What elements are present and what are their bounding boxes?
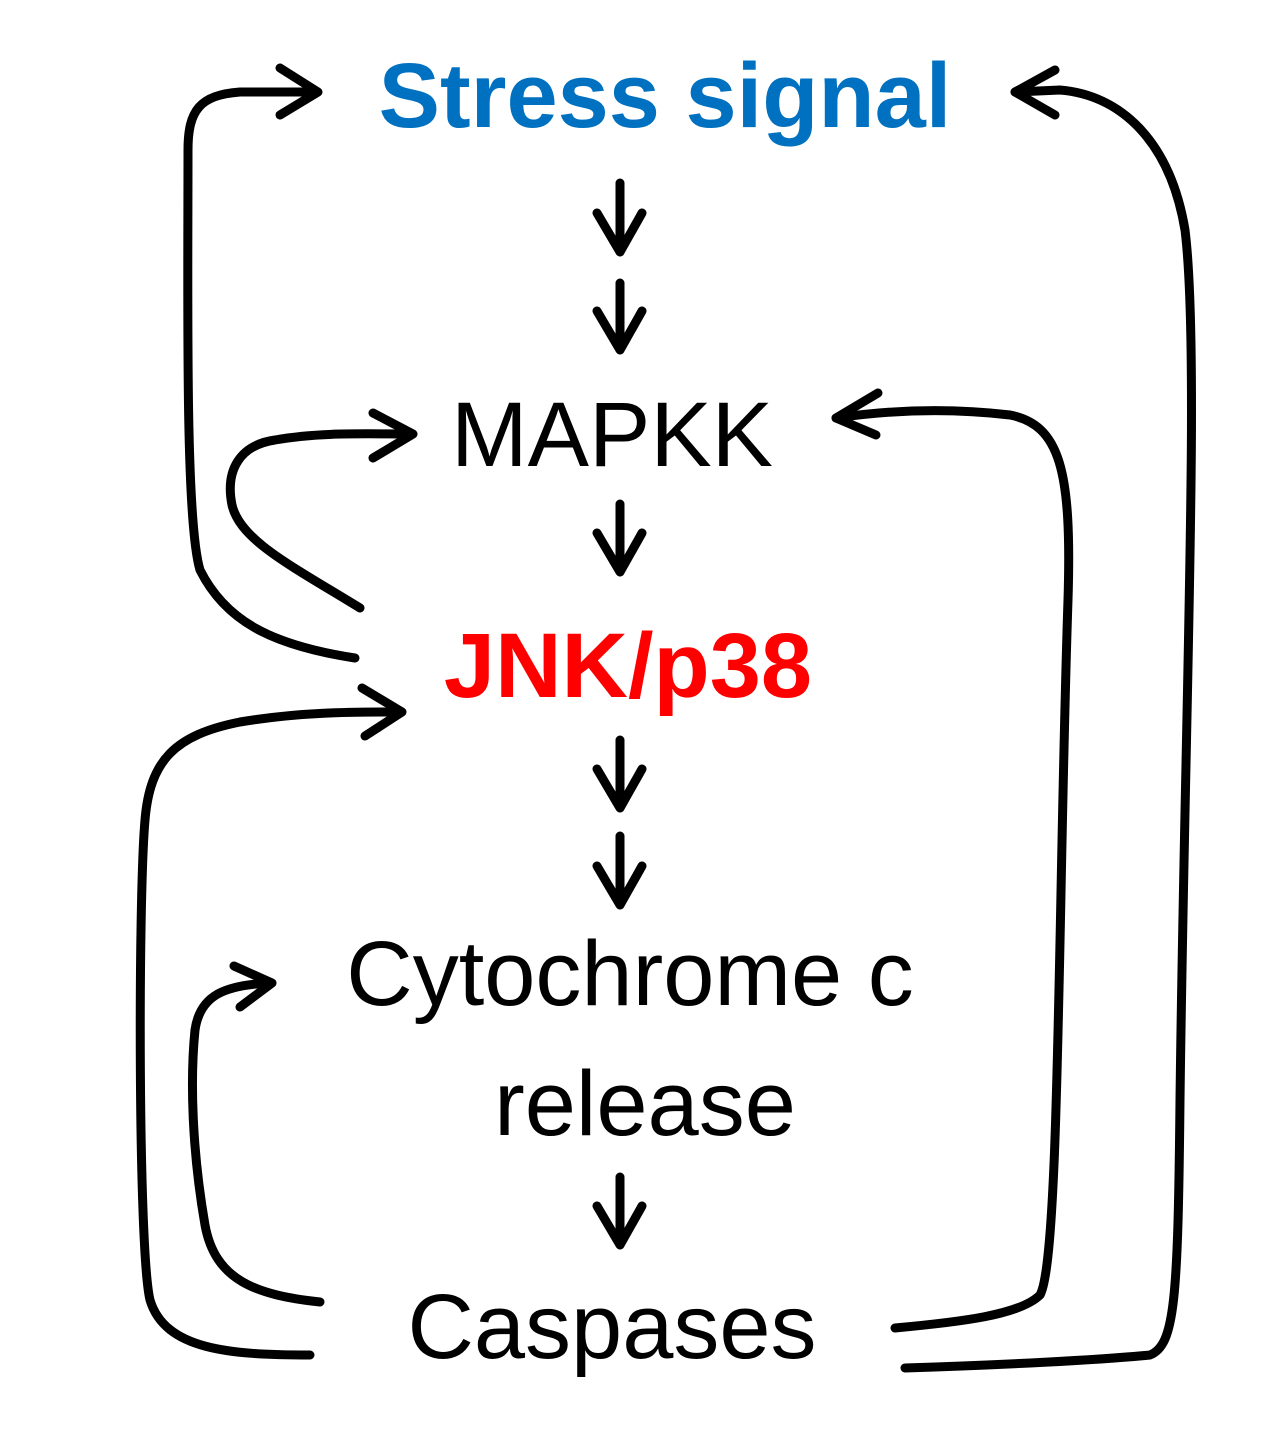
arrow-mapkk-to-jnk — [592, 499, 647, 577]
cytochrome-c-label-line2: release — [494, 1053, 796, 1155]
feedback-jnk-to-mapkk — [225, 408, 418, 613]
down-arrow-1 — [592, 178, 647, 257]
feedback-caspases-to-stress — [900, 65, 1196, 1373]
feedback-caspases-to-cytochrome — [187, 961, 325, 1307]
down-arrow-4 — [592, 735, 647, 813]
mapkk-label: MAPKK — [451, 384, 773, 486]
jnk-p38-label: JNK/p38 — [444, 615, 812, 717]
arrow-jnk-to-cytochrome — [592, 735, 647, 910]
feedback-caspases-to-mapkk — [831, 388, 1074, 1333]
down-arrow-3 — [592, 499, 647, 577]
arrow-cytochrome-to-caspases — [592, 1172, 647, 1250]
feedback-jnk-to-stress — [183, 63, 360, 663]
down-arrow-2 — [592, 278, 647, 355]
arrow-stress-to-mapkk — [592, 178, 647, 355]
cytochrome-c-label-line1: Cytochrome c — [346, 923, 914, 1025]
feedback-caspases-to-jnk — [135, 683, 407, 1360]
down-arrow-6 — [592, 1172, 647, 1250]
caspases-label: Caspases — [407, 1276, 816, 1378]
stress-signal-label: Stress signal — [379, 45, 952, 147]
down-arrow-5 — [592, 831, 647, 910]
